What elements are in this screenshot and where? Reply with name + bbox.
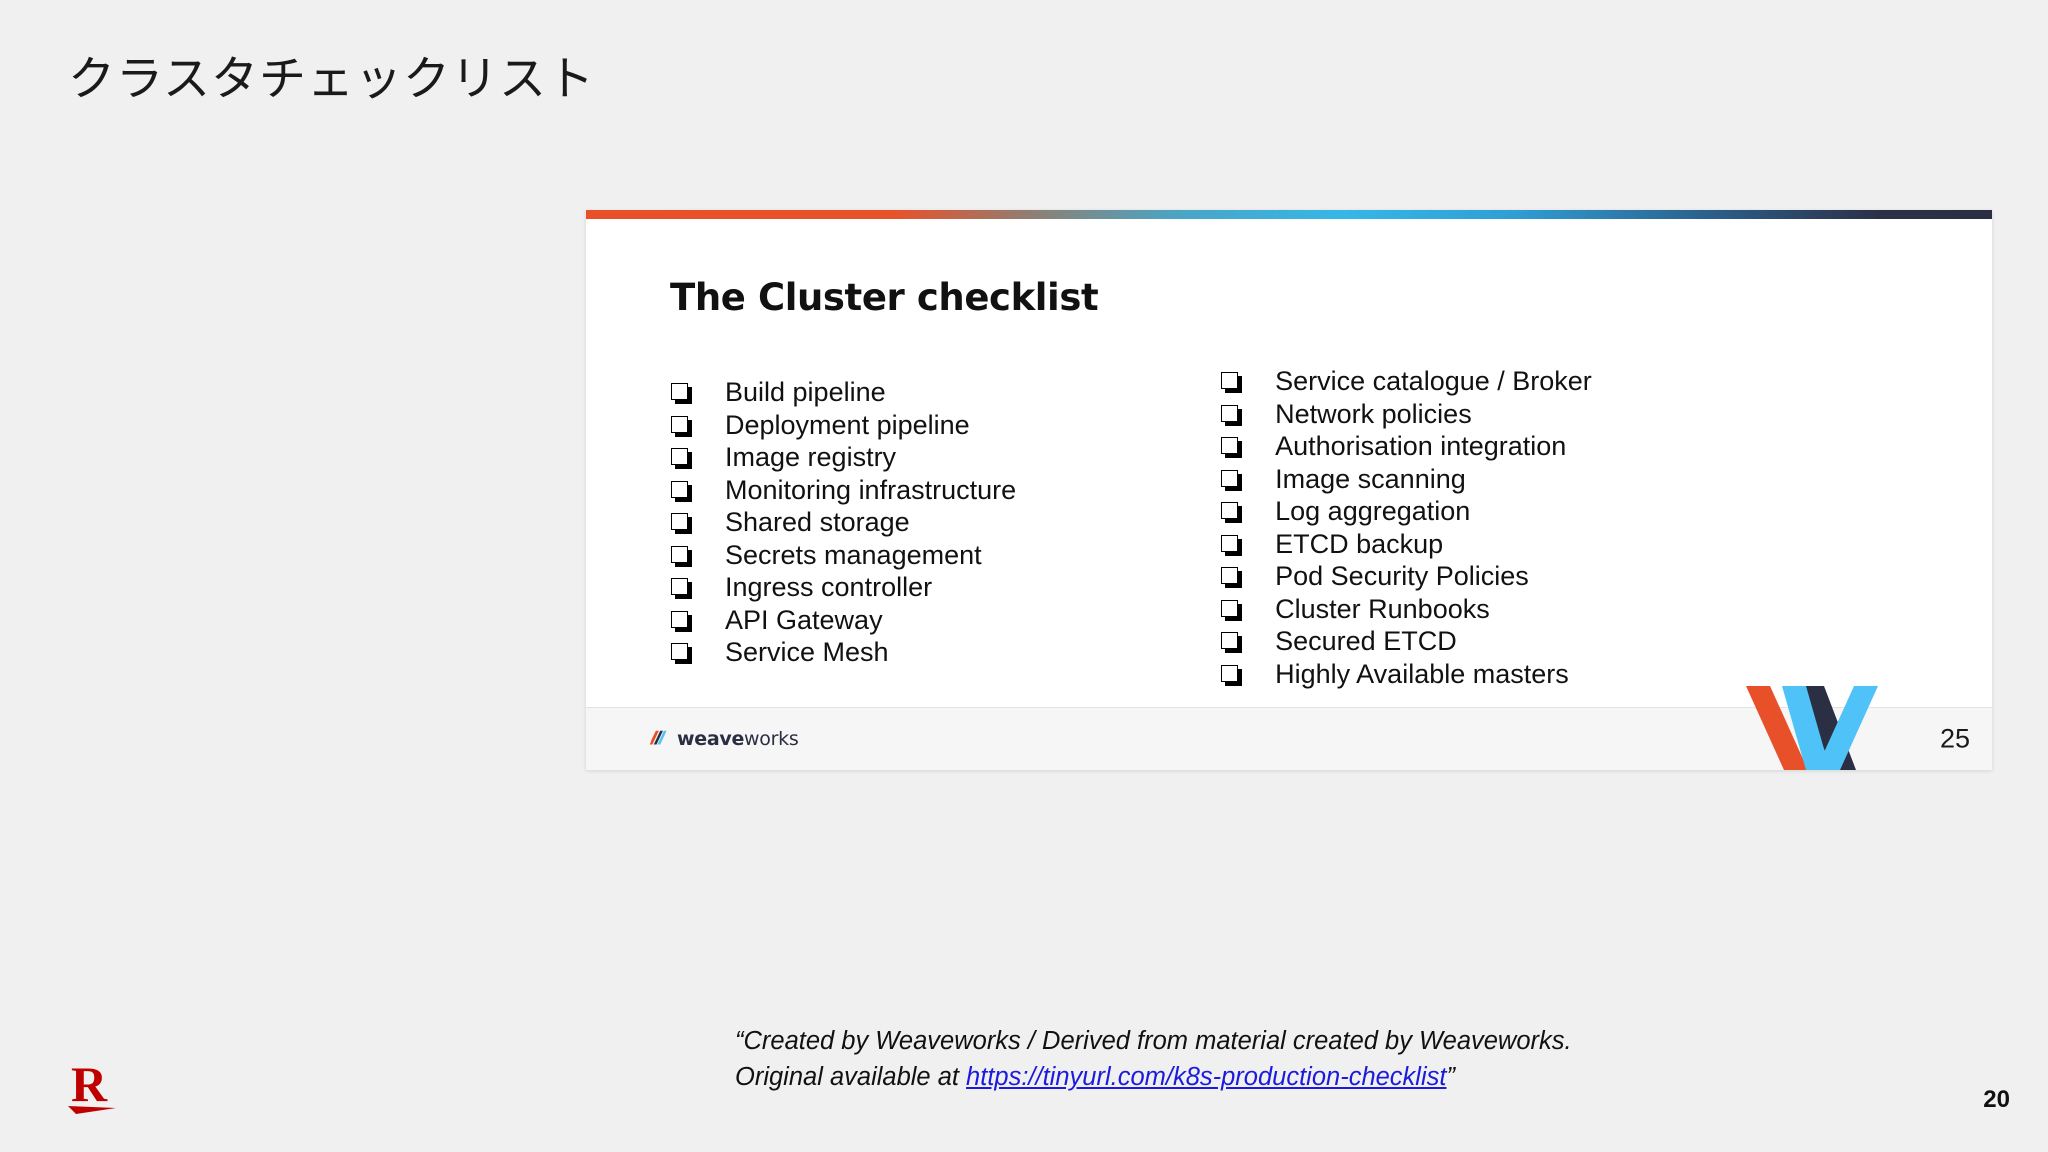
- list-item-label: Shared storage: [725, 507, 910, 537]
- checkbox-icon[interactable]: [1221, 567, 1243, 589]
- page-title: クラスタチェックリスト: [68, 52, 596, 107]
- list-item[interactable]: Pod Security Policies: [1221, 562, 1592, 595]
- list-item[interactable]: Log aggregation: [1221, 497, 1592, 530]
- list-item-label: Authorisation integration: [1275, 431, 1567, 461]
- weaveworks-name-bold: weave: [677, 728, 745, 750]
- svg-text:R: R: [71, 1057, 108, 1112]
- list-item-label: Highly Available masters: [1275, 658, 1569, 689]
- weaveworks-mark-icon: [649, 730, 667, 745]
- checkbox-icon[interactable]: [1221, 404, 1243, 427]
- checkbox-icon[interactable]: [671, 415, 693, 438]
- list-item[interactable]: Authorisation integration: [1221, 432, 1592, 465]
- checkbox-icon[interactable]: [671, 480, 693, 503]
- checklist-columns: Build pipeline Deployment pipeline Image…: [586, 367, 1992, 692]
- list-item-label: Service Mesh: [725, 637, 889, 667]
- checkbox-icon[interactable]: [671, 643, 693, 665]
- list-item-label: Cluster Runbooks: [1275, 593, 1490, 624]
- checkbox-icon[interactable]: [671, 545, 693, 568]
- list-item-label: Image scanning: [1275, 463, 1466, 494]
- list-item[interactable]: Secrets management: [671, 541, 1016, 574]
- list-item[interactable]: Highly Available masters: [1221, 660, 1592, 693]
- list-item-label: Pod Security Policies: [1275, 561, 1529, 591]
- list-item-label: Secrets management: [725, 539, 982, 570]
- caption-line-2-suffix: ”: [1446, 1063, 1455, 1091]
- slide-heading: The Cluster checklist: [670, 276, 1099, 319]
- checkbox-icon[interactable]: [1221, 469, 1243, 492]
- list-item-label: Service catalogue / Broker: [1275, 366, 1592, 396]
- slide-accent-gradient-bar: [586, 210, 1992, 219]
- attribution-caption: “Created by Weaveworks / Derived from ma…: [735, 1023, 1572, 1095]
- slide-footer: weaveworks 25: [586, 686, 1992, 770]
- checkbox-icon[interactable]: [671, 610, 693, 633]
- list-item-label: Log aggregation: [1275, 496, 1471, 526]
- checkbox-icon[interactable]: [1221, 372, 1243, 394]
- weaveworks-wordmark: weaveworks: [677, 728, 799, 750]
- checklist-right-column: Service catalogue / Broker Network polic…: [1221, 367, 1592, 692]
- checkbox-icon[interactable]: [1221, 502, 1243, 524]
- list-item[interactable]: Monitoring infrastructure: [671, 476, 1016, 509]
- rakuten-logo-icon: R: [68, 1057, 116, 1114]
- weave-w-logo-icon: [1746, 686, 1878, 770]
- list-item-label: Deployment pipeline: [725, 409, 970, 440]
- list-item-label: Image registry: [725, 442, 897, 472]
- checkbox-icon[interactable]: [1221, 599, 1243, 622]
- list-item[interactable]: Service catalogue / Broker: [1221, 367, 1592, 400]
- embedded-slide: The Cluster checklist Build pipeline Dep…: [586, 210, 1992, 770]
- caption-line-2-prefix: Original available at: [735, 1063, 967, 1091]
- tinyurl-link[interactable]: https://tinyurl.com/k8s-production-check…: [966, 1063, 1447, 1091]
- list-item-label: Build pipeline: [725, 377, 886, 407]
- list-item-label: Network policies: [1275, 398, 1472, 429]
- list-item[interactable]: Ingress controller: [671, 573, 1016, 606]
- slide-page-number: 25: [1939, 723, 1970, 754]
- list-item[interactable]: Cluster Runbooks: [1221, 595, 1592, 628]
- checkbox-icon[interactable]: [1221, 664, 1243, 687]
- checkbox-icon[interactable]: [671, 383, 693, 405]
- checkbox-icon[interactable]: [1221, 437, 1243, 459]
- checkbox-icon[interactable]: [671, 513, 693, 535]
- weaveworks-logo: weaveworks: [646, 728, 799, 750]
- list-item[interactable]: Secured ETCD: [1221, 627, 1592, 660]
- list-item[interactable]: Service Mesh: [671, 638, 1016, 671]
- list-item[interactable]: Network policies: [1221, 400, 1592, 433]
- list-item-label: Secured ETCD: [1275, 626, 1457, 656]
- list-item[interactable]: ETCD backup: [1221, 530, 1592, 563]
- checkbox-icon[interactable]: [671, 448, 693, 470]
- list-item[interactable]: Build pipeline: [671, 378, 1016, 411]
- list-item[interactable]: API Gateway: [671, 606, 1016, 639]
- checkbox-icon[interactable]: [1221, 534, 1243, 557]
- list-item-label: API Gateway: [725, 604, 883, 635]
- weaveworks-name-light: works: [744, 728, 799, 750]
- checklist-left-column: Build pipeline Deployment pipeline Image…: [671, 378, 1016, 692]
- list-item-label: Monitoring infrastructure: [725, 474, 1017, 505]
- caption-line-2: Original available at https://tinyurl.co…: [735, 1059, 1572, 1095]
- checkbox-icon[interactable]: [1221, 632, 1243, 654]
- list-item-label: Ingress controller: [725, 572, 933, 602]
- list-item[interactable]: Shared storage: [671, 508, 1016, 541]
- list-item[interactable]: Deployment pipeline: [671, 411, 1016, 444]
- list-item[interactable]: Image registry: [671, 443, 1016, 476]
- list-item-label: ETCD backup: [1275, 528, 1444, 559]
- list-item[interactable]: Image scanning: [1221, 465, 1592, 498]
- caption-line-1: “Created by Weaveworks / Derived from ma…: [735, 1027, 1572, 1055]
- deck-page-number: 20: [1983, 1086, 2010, 1113]
- checkbox-icon[interactable]: [671, 578, 693, 600]
